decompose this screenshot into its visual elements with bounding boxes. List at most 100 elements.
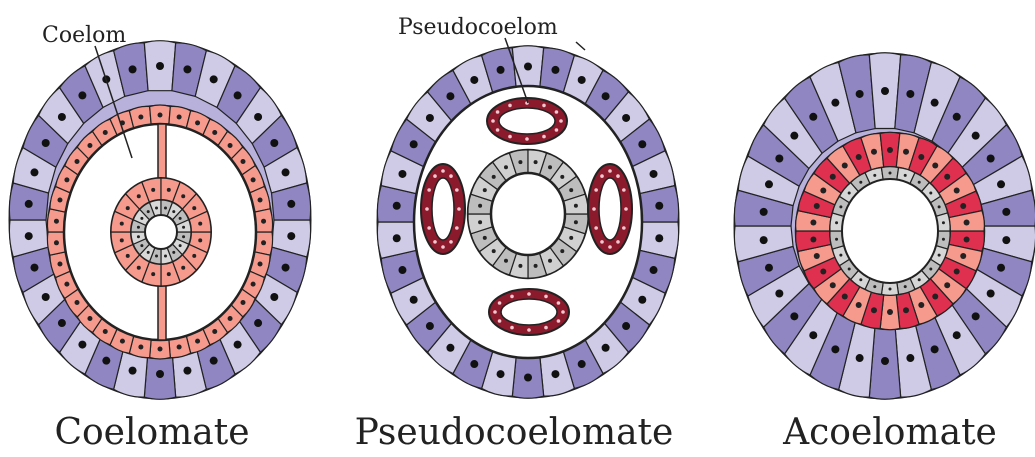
cell-nucleus bbox=[483, 188, 487, 192]
cell-nucleus bbox=[427, 188, 431, 192]
cell-nucleus bbox=[181, 194, 185, 198]
cell-nucleus bbox=[75, 300, 80, 305]
cell-nucleus bbox=[195, 120, 200, 125]
cell-nucleus bbox=[848, 192, 851, 195]
cell-nucleus bbox=[525, 137, 529, 141]
cell-nucleus bbox=[542, 104, 546, 108]
cell-nucleus bbox=[504, 259, 508, 263]
cell-nucleus bbox=[30, 264, 38, 272]
cell-nucleus bbox=[78, 341, 86, 349]
cell-nucleus bbox=[449, 240, 453, 244]
cell-nucleus bbox=[212, 130, 217, 135]
cell-nucleus bbox=[856, 354, 864, 362]
cell-nucleus bbox=[129, 65, 137, 73]
cell-nucleus bbox=[510, 295, 514, 299]
cell-nucleus bbox=[831, 345, 839, 353]
cell-nucleus bbox=[179, 244, 182, 247]
cell-nucleus bbox=[650, 170, 658, 178]
cell-nucleus bbox=[960, 203, 966, 209]
cell-nucleus bbox=[557, 319, 561, 323]
cell-nucleus bbox=[555, 110, 559, 114]
cell-nucleus bbox=[534, 264, 538, 268]
cell-nucleus bbox=[183, 367, 191, 375]
cell-nucleus bbox=[932, 162, 938, 168]
cell-nucleus bbox=[234, 341, 242, 349]
cell-nucleus bbox=[254, 319, 262, 327]
cell-nucleus bbox=[972, 312, 980, 320]
cell-nucleus bbox=[261, 219, 266, 224]
cell-nucleus bbox=[873, 285, 876, 288]
cell-nucleus bbox=[87, 143, 92, 148]
cell-nucleus bbox=[942, 221, 945, 224]
cell-nucleus bbox=[954, 269, 960, 275]
cell-nucleus bbox=[987, 155, 995, 163]
cell-nucleus bbox=[655, 234, 663, 242]
cell-nucleus bbox=[433, 240, 437, 244]
cell-nucleus bbox=[578, 360, 586, 368]
cell-nucleus bbox=[842, 162, 848, 168]
cell-nucleus bbox=[228, 316, 233, 321]
cell-nucleus bbox=[510, 326, 514, 330]
cell-nucleus bbox=[151, 272, 155, 276]
cell-nucleus bbox=[918, 181, 921, 184]
cell-nucleus bbox=[103, 329, 108, 334]
cell-nucleus bbox=[544, 326, 548, 330]
cell-nucleus bbox=[904, 174, 907, 177]
cell-nucleus bbox=[906, 90, 914, 98]
cell-nucleus bbox=[155, 255, 158, 258]
cell-nucleus bbox=[129, 367, 137, 375]
cell-nucleus bbox=[192, 254, 196, 258]
cell-nucleus bbox=[569, 188, 573, 192]
cell-nucleus bbox=[425, 207, 429, 211]
cell-nucleus bbox=[622, 322, 630, 330]
cell-nucleus bbox=[839, 205, 842, 208]
cell-nucleus bbox=[574, 220, 578, 224]
cell-nucleus bbox=[518, 160, 522, 164]
cell-nucleus bbox=[592, 207, 596, 211]
cell-nucleus bbox=[1002, 236, 1010, 244]
pseudocoelomate-figure bbox=[377, 46, 678, 399]
cell-nucleus bbox=[147, 251, 150, 254]
cell-nucleus bbox=[931, 99, 939, 107]
cell-nucleus bbox=[624, 207, 628, 211]
cell-nucleus bbox=[126, 206, 130, 210]
cell-nucleus bbox=[622, 188, 626, 192]
cell-nucleus bbox=[493, 310, 497, 314]
cell-nucleus bbox=[578, 76, 586, 84]
cell-nucleus bbox=[138, 345, 143, 350]
cell-nucleus bbox=[830, 282, 836, 288]
cell-nucleus bbox=[944, 282, 950, 288]
cell-nucleus bbox=[64, 282, 69, 287]
cell-nucleus bbox=[228, 143, 233, 148]
cell-nucleus bbox=[172, 210, 175, 213]
cell-nucleus bbox=[859, 181, 862, 184]
cell-nucleus bbox=[942, 238, 945, 241]
cell-nucleus bbox=[655, 202, 663, 210]
cell-nucleus bbox=[258, 197, 263, 202]
cell-nucleus bbox=[120, 339, 125, 344]
pseudocoelomate-gut-lumen bbox=[491, 173, 565, 255]
cell-nucleus bbox=[929, 192, 932, 195]
cell-nucleus bbox=[964, 236, 970, 242]
cell-nucleus bbox=[594, 188, 598, 192]
cell-nucleus bbox=[251, 177, 256, 182]
cell-nucleus bbox=[856, 90, 864, 98]
cell-nucleus bbox=[960, 253, 966, 259]
cell-nucleus bbox=[953, 331, 961, 339]
cell-nucleus bbox=[904, 285, 907, 288]
cell-nucleus bbox=[557, 301, 561, 305]
cell-nucleus bbox=[478, 220, 482, 224]
cell-nucleus bbox=[790, 312, 798, 320]
cell-nucleus bbox=[167, 272, 171, 276]
cell-nucleus bbox=[192, 206, 196, 210]
cell-nucleus bbox=[496, 110, 500, 114]
cell-nucleus bbox=[270, 293, 278, 301]
cell-nucleus bbox=[871, 307, 877, 313]
cell-nucleus bbox=[496, 128, 500, 132]
coelomate-gut-lumen bbox=[145, 215, 177, 249]
cell-nucleus bbox=[138, 114, 143, 119]
cell-nucleus bbox=[835, 238, 838, 241]
cell-nucleus bbox=[830, 174, 836, 180]
cell-nucleus bbox=[426, 114, 434, 122]
cell-nucleus bbox=[261, 240, 266, 245]
